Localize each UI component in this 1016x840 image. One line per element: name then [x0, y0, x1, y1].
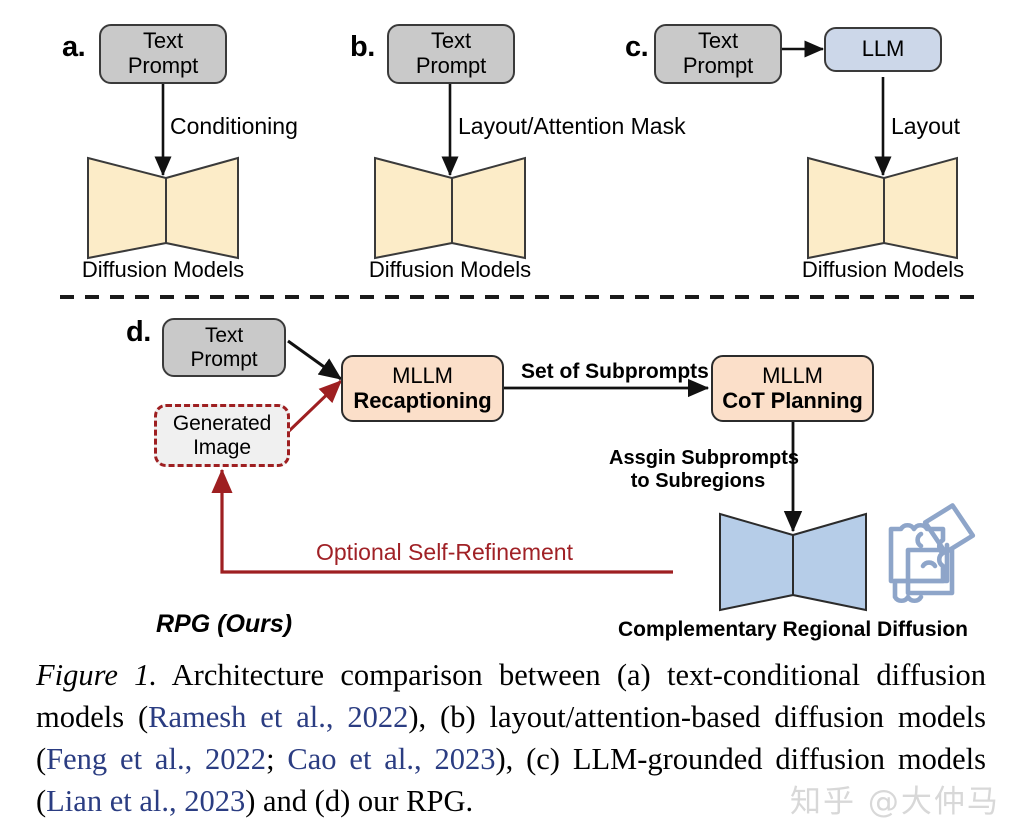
figure-caption-body: Architecture comparison between (a) text… — [36, 658, 986, 818]
text-prompt-line1-c: Text — [698, 28, 738, 54]
caption-citation[interactable]: Ramesh et al., 2022 — [148, 700, 409, 734]
edge-label-optional-self-refinement: Optional Self-Refinement — [316, 539, 573, 565]
diffusion-models-label-a: Diffusion Models — [81, 257, 245, 282]
llm-label-c: LLM — [861, 36, 905, 62]
edge-label-assign-subprompts: Assgin Subprompts to Subregions — [609, 447, 800, 493]
text-prompt-line1-d: Text — [204, 323, 244, 347]
edge-label-assign-subprompts-line2: to Subregions — [630, 470, 766, 492]
diffusion-models-label-c: Diffusion Models — [801, 257, 965, 282]
puzzle-icon — [888, 503, 976, 603]
arrow-generated-image-to-recaptioning — [286, 379, 343, 434]
panel-letter-c: c. — [625, 31, 649, 63]
edge-label-layout-attention-mask: Layout/Attention Mask — [458, 113, 686, 139]
mllm-cot-planning-line1: MLLM — [762, 362, 823, 388]
text-prompt-box-d: Text Prompt — [162, 318, 286, 377]
generated-image-line2: Image — [193, 435, 251, 459]
caption-citation[interactable]: Cao et al., 2023 — [287, 742, 496, 776]
panel-letter-b: b. — [350, 31, 375, 63]
figure-caption: Figure 1. Architecture comparison betwee… — [36, 654, 986, 822]
edge-label-conditioning: Conditioning — [170, 113, 298, 139]
mllm-cot-planning-line2: CoT Planning — [722, 387, 863, 413]
text-prompt-line1-b: Text — [431, 28, 471, 54]
caption-citation[interactable]: Feng et al., 2022 — [46, 742, 267, 776]
edge-label-set-of-subprompts: Set of Subprompts — [521, 360, 709, 383]
text-prompt-line2-d: Prompt — [190, 347, 258, 371]
diffusion-bowtie-b — [374, 156, 526, 260]
diffusion-bowtie-a — [87, 156, 239, 260]
text-prompt-box-a: Text Prompt — [99, 24, 227, 84]
caption-citation[interactable]: Lian et al., 2023 — [46, 784, 246, 818]
text-prompt-line2-a: Prompt — [127, 53, 199, 78]
figure-caption-tag: Figure 1. — [36, 658, 158, 692]
text-prompt-line2-b: Prompt — [415, 53, 487, 78]
caption-text: ), (c) LLM-grounded diffusion models ( — [36, 742, 986, 818]
text-prompt-box-b: Text Prompt — [387, 24, 515, 84]
arrow-prompt-to-recaptioning — [287, 339, 342, 381]
caption-text: ; — [266, 742, 288, 776]
watermark: 知乎 @大仲马 — [790, 784, 1000, 820]
mllm-recaptioning-line1: MLLM — [392, 362, 453, 388]
mllm-cot-planning-box: MLLM CoT Planning — [711, 355, 874, 422]
caption-text: Architecture comparison between (a) text… — [36, 658, 986, 734]
text-prompt-line1-a: Text — [143, 28, 183, 54]
caption-text: ), (b) layout/attention-based diffusion … — [36, 700, 986, 776]
edge-label-assign-subprompts-line1: Assgin Subprompts — [609, 447, 800, 469]
panel-letter-d: d. — [126, 316, 151, 348]
complementary-regional-diffusion-label: Complementary Regional Diffusion — [617, 618, 969, 641]
panel-letter-a: a. — [62, 31, 86, 63]
diffusion-models-label-b: Diffusion Models — [368, 257, 532, 282]
mllm-recaptioning-line2: Recaptioning — [353, 387, 492, 413]
generated-image-line1: Generated — [172, 411, 272, 435]
generated-image-box: Generated Image — [154, 404, 290, 467]
diffusion-bowtie-c — [807, 156, 958, 260]
edge-label-layout: Layout — [891, 113, 961, 139]
caption-text: ) and (d) our RPG. — [245, 784, 474, 818]
mllm-recaptioning-box: MLLM Recaptioning — [341, 355, 504, 422]
text-prompt-line2-c: Prompt — [682, 53, 754, 78]
llm-box-c: LLM — [824, 27, 942, 72]
rpg-ours-label: RPG (Ours) — [156, 610, 293, 638]
text-prompt-box-c: Text Prompt — [654, 24, 782, 84]
regional-diffusion-bowtie — [719, 512, 867, 612]
